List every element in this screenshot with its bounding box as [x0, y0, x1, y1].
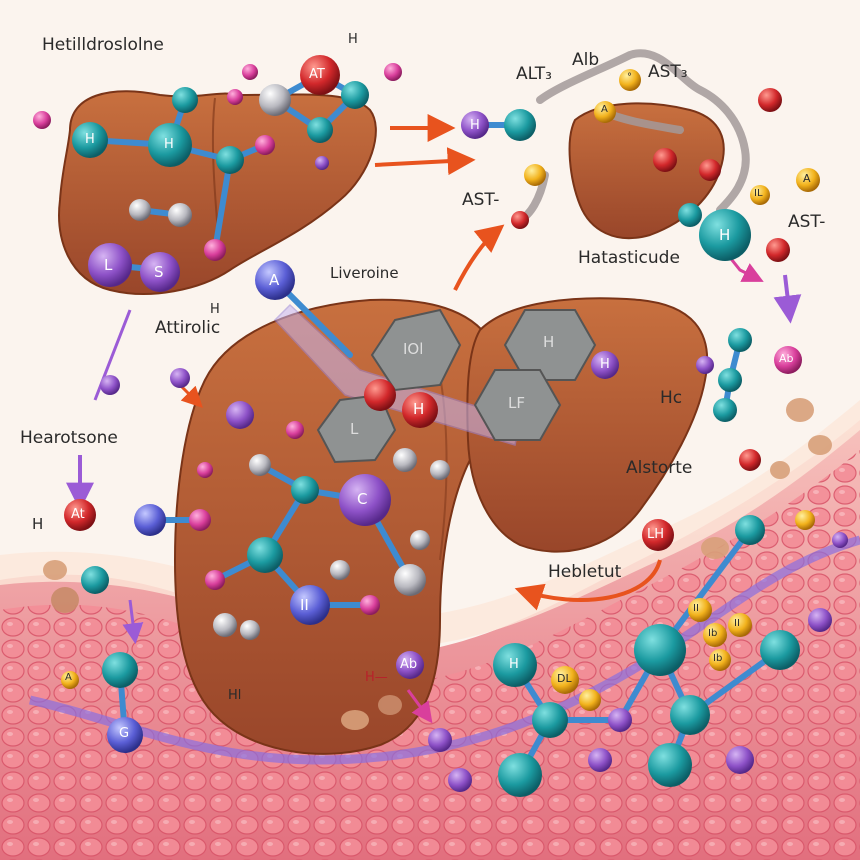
transport-channel [273, 303, 521, 446]
hexagon-enzyme-4 [473, 369, 562, 441]
hexagon-label-l: L [350, 420, 359, 438]
flow-arrow-purple-down [773, 274, 802, 324]
label-ast-right: AST- [788, 212, 826, 232]
atom-label-h-mid-right: H [470, 118, 480, 133]
atom-label-yellow-cluster-2: Ib [708, 628, 718, 639]
label-alstorte: Alstorte [626, 458, 693, 478]
flow-arrow-curve-right [453, 224, 505, 291]
label-alt3: ALT₃ [516, 64, 552, 84]
atom-label-h-purple-hex: H [600, 357, 610, 372]
flow-arrow-top-2 [374, 147, 476, 176]
label-h-left: H [32, 515, 44, 533]
label-hc: Hc [660, 388, 683, 408]
atom-label-g-bottom-left: G [119, 726, 130, 741]
atom-label-h-teal-right: H [719, 226, 731, 244]
label-alb: Alb [572, 50, 600, 70]
label-hl-bottom: Hl [228, 688, 242, 703]
label-attirolic: Attirolic [155, 318, 221, 338]
atom-label-a-blue: A [269, 271, 280, 289]
atom-label-yellow-2: ° [627, 72, 632, 83]
atom-label-dl-yellow: DL [557, 672, 572, 685]
label-hatasticude: Hatasticude [578, 248, 680, 268]
flow-arrow-left [178, 383, 203, 408]
hexagon-label-h: H [543, 333, 555, 351]
atom-label-s-purple: S [154, 263, 164, 281]
atom-label-a-small-left: A [65, 672, 72, 683]
atoms [33, 55, 848, 797]
atom-label-at-top: AT [309, 67, 325, 82]
atom-label-ab-right: Ab [779, 352, 794, 365]
atom-label-lh-red: LH [647, 527, 665, 542]
tissue-cells [0, 450, 860, 860]
atom-label-ii-blue: II [300, 596, 309, 614]
label-hearotsone: Hearotsone [20, 428, 118, 448]
label-ast-left: AST- [462, 190, 500, 210]
flow-arrow-bottom-mid [406, 689, 433, 724]
label-liveroine: Liveroine [330, 264, 399, 282]
atom-label-h-top-left-chain: H [85, 132, 95, 147]
label-h-near-attirolic: H [210, 302, 220, 317]
atom-label-l-purple: L [104, 256, 113, 274]
hexagon-enzyme-3 [503, 309, 597, 381]
label-hebletut: Hebletut [548, 562, 622, 582]
flow-arrow-purple-low [122, 599, 144, 645]
atom-label-h-red-center: H [413, 400, 425, 418]
flow-arrow-curve-bottom [514, 559, 662, 611]
atom-label-ab-bottom: Ab [400, 657, 418, 672]
hexagon-label-iol: IOl [403, 340, 424, 358]
atom-label-h-top-small: H [348, 32, 358, 47]
label-ast3: AST₃ [648, 62, 688, 82]
hexagon-enzyme-1 [370, 308, 462, 392]
decor-blobs [43, 398, 832, 730]
enzyme-hexagons [316, 308, 597, 464]
vessel-tube [29, 535, 860, 765]
atom-label-at-left: At [71, 507, 85, 522]
label-h-bottom: H— [365, 670, 388, 685]
atom-label-yellow-cluster-1: II [693, 603, 699, 614]
atom-label-c-purple: C [357, 490, 368, 508]
hexagon-label-lf: LF [508, 394, 525, 412]
atom-label-yellow-dd: IL [754, 188, 763, 199]
atom-label-h-cluster-top: H [164, 137, 174, 152]
atom-label-yellow-cluster-4: Ib [713, 653, 723, 664]
atom-label-yellow-1: A [601, 104, 608, 115]
atom-label-yellow-cluster-3: II [734, 618, 740, 629]
atom-label-a-yellow-right: A [803, 172, 811, 185]
label-hetilldroslolne: Hetilldroslolne [42, 35, 164, 55]
atom-label-h-bottom-chain: H [509, 657, 519, 672]
